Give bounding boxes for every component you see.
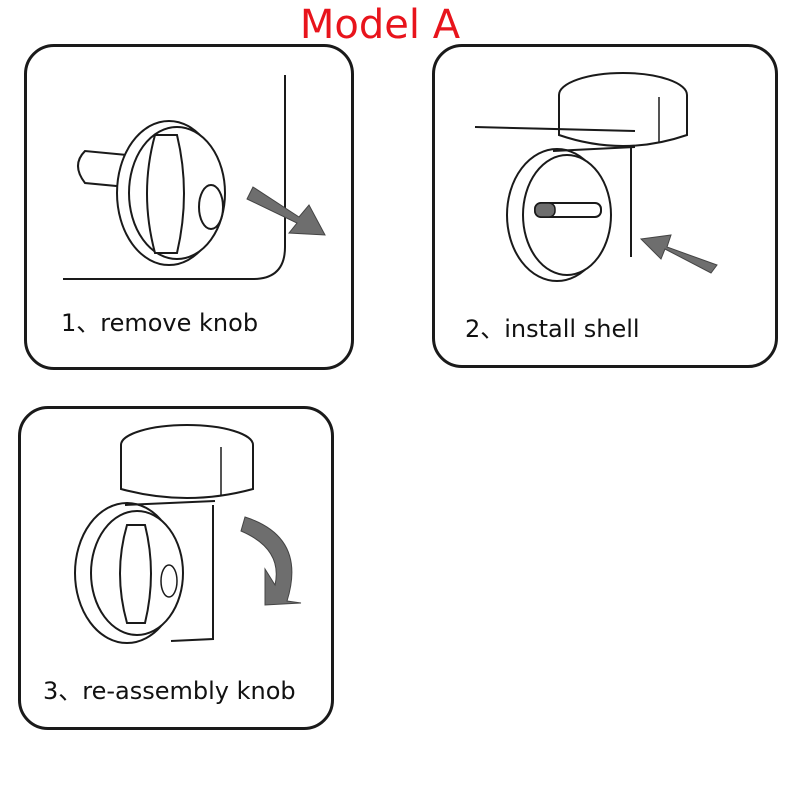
install-shell-illustration <box>474 72 718 282</box>
remove-knob-illustration <box>63 75 326 280</box>
step-2-panel: 2、install shell <box>432 44 778 368</box>
step-1-panel: 1、remove knob <box>24 44 354 370</box>
reassembly-knob-illustration <box>74 424 302 644</box>
step-3-panel: 3、re-assembly knob <box>18 406 334 730</box>
step-1-caption: 1、remove knob <box>61 309 259 337</box>
step-2-caption: 2、install shell <box>465 315 640 343</box>
diagram-title: Model A <box>299 2 461 48</box>
step-3-caption: 3、re-assembly knob <box>43 677 296 705</box>
